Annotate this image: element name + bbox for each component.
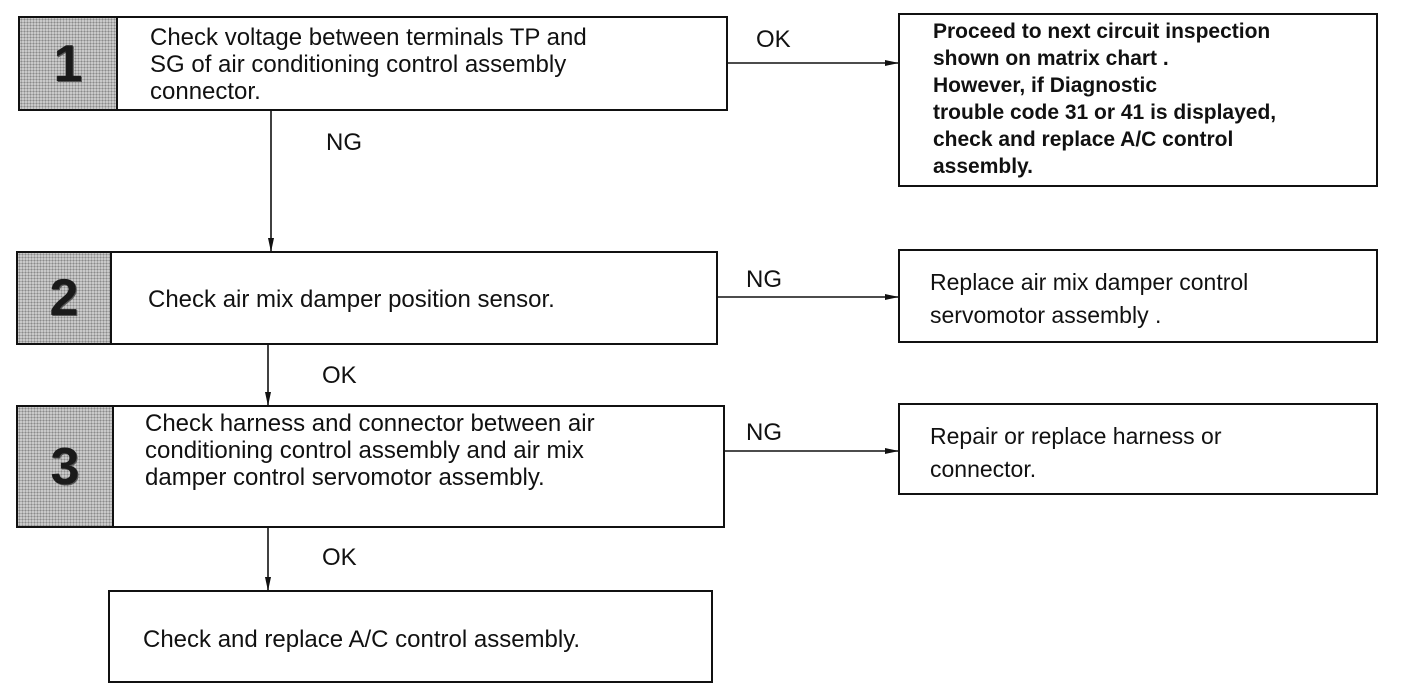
step-2-box: 2 Check air mix damper position sensor.: [16, 251, 718, 345]
step-3-number-cell: 3: [18, 407, 114, 526]
outcome-step2-ng-text: Replace air mix damper control servomoto…: [930, 269, 1249, 328]
outcome-step3-ng-box: Repair or replace harness or connector.: [898, 403, 1378, 495]
label-step1-ng: NG: [326, 129, 362, 156]
outcome-step2-ng-box: Replace air mix damper control servomoto…: [898, 249, 1378, 343]
label-step2-ok: OK: [322, 362, 357, 389]
outcome-step1-ok-box: Proceed to next circuit inspection shown…: [898, 13, 1378, 187]
step-1-box: 1 Check voltage between terminals TP and…: [18, 16, 728, 111]
step-3-box: 3 Check harness and connector between ai…: [16, 405, 725, 528]
step-2-number-cell: 2: [18, 253, 112, 343]
label-step3-ok: OK: [322, 544, 357, 571]
step-1-number-cell: 1: [20, 18, 118, 109]
final-step-text: Check and replace A/C control assembly.: [143, 626, 581, 653]
step-3-number: 3: [50, 437, 80, 496]
step-2-text: Check air mix damper position sensor.: [148, 286, 555, 313]
final-step-box: Check and replace A/C control assembly.: [108, 590, 713, 683]
step-2-number: 2: [49, 269, 79, 327]
step-1-number: 1: [53, 34, 83, 93]
step-1-text: Check voltage between terminals TP and S…: [150, 24, 587, 105]
label-step3-ng: NG: [746, 419, 782, 446]
step-3-text: Check harness and connector between air …: [145, 410, 595, 491]
label-step1-ok: OK: [756, 26, 791, 53]
outcome-step3-ng-text: Repair or replace harness or connector.: [930, 423, 1222, 482]
outcome-step1-ok-text: Proceed to next circuit inspection shown…: [933, 20, 1277, 178]
label-step2-ng: NG: [746, 266, 782, 293]
